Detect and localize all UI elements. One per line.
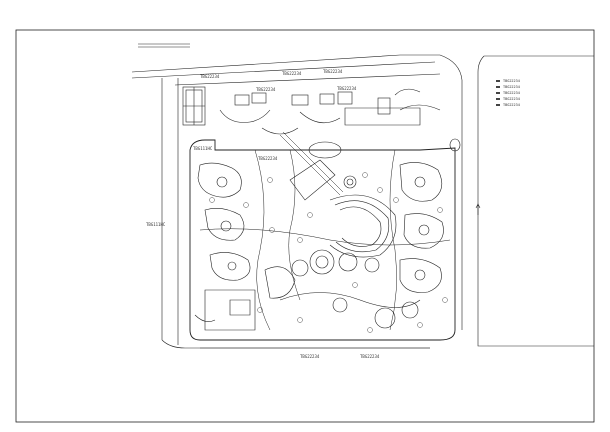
- top-road-label-right: TBG22234: [323, 69, 343, 74]
- central-plaza: [279, 159, 421, 329]
- sheet-border: [15, 29, 595, 423]
- legend-item: TBG22234: [496, 96, 520, 102]
- garden-paths: [199, 131, 451, 331]
- legend-item: TBG22234: [496, 78, 520, 84]
- tree-marks: [209, 172, 448, 333]
- bottom-label-left: TBG22234: [300, 354, 320, 359]
- left-external-label: TBG111HC: [146, 222, 166, 227]
- north-buildings: [219, 88, 441, 159]
- tennis-court: [182, 86, 206, 126]
- mid-label-1: TBG22234: [256, 87, 276, 92]
- legend-item: TBG22234: [496, 102, 520, 108]
- east-garden: [399, 138, 461, 293]
- mid-label-2: TBG22234: [337, 86, 357, 91]
- legend-item: TBG22234: [496, 84, 520, 90]
- west-garden: [194, 162, 296, 331]
- left-road-label: TBG111HC: [193, 146, 213, 151]
- right-parcel: [477, 55, 594, 347]
- mid-label-3: TBG22234: [258, 156, 278, 161]
- legend-item: TBG22234: [496, 90, 520, 96]
- top-road-label-mid: TBG22234: [282, 71, 302, 76]
- top-road-label-left: TBG22234: [200, 74, 220, 79]
- left-road: [161, 78, 430, 349]
- top-road: [131, 43, 463, 330]
- north-arrow-icon: [475, 203, 481, 215]
- legend: TBG22234 TBG22234 TBG22234 TBG22234 TBG2…: [496, 78, 520, 108]
- bottom-label-right: TBG22234: [360, 354, 380, 359]
- site-boundary: [189, 139, 456, 341]
